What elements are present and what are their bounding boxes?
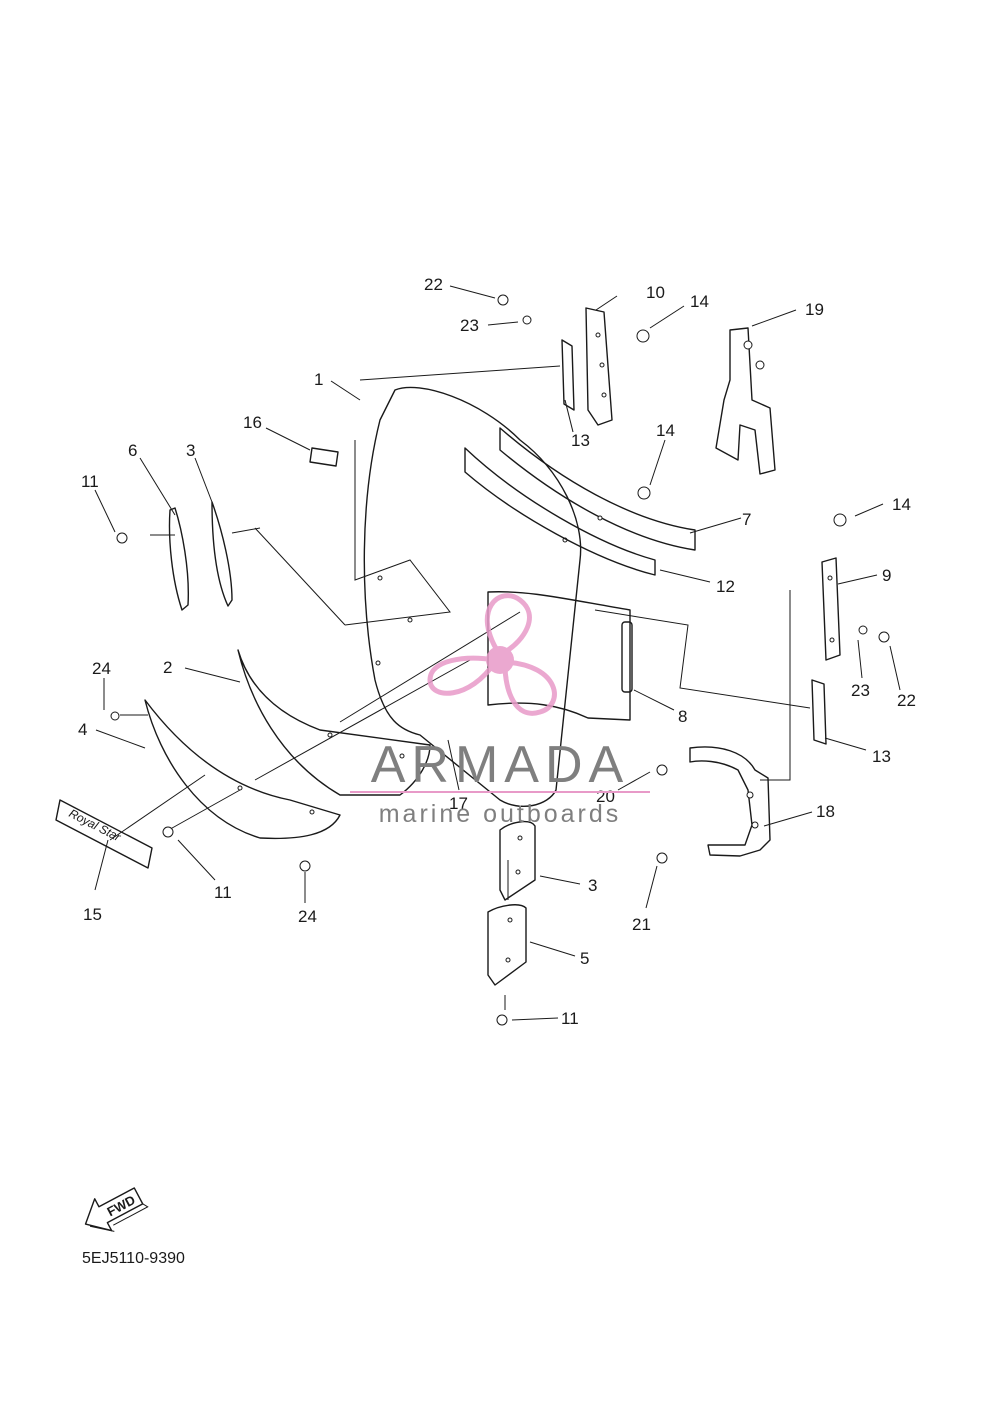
callout-11-left: 11 [81, 472, 99, 491]
callout-13-lower: 13 [872, 747, 891, 766]
panel-part-8 [487, 591, 633, 721]
callout-11-middle: 11 [214, 883, 232, 902]
callout-10: 10 [646, 283, 665, 302]
watermark-tagline: marine outboards [379, 800, 622, 828]
callout-7: 7 [742, 510, 751, 529]
bracket-part-7 [499, 427, 696, 551]
callout-21: 21 [632, 915, 651, 934]
callout-22-top: 22 [424, 275, 443, 294]
decal-text: Royal Star [67, 806, 124, 844]
callout-14-top: 14 [690, 292, 709, 311]
bracket-part-10 [585, 307, 613, 426]
bracket-part-13-upper [561, 339, 575, 411]
stay-part-18 [689, 746, 771, 857]
bracket-part-13-lower [811, 679, 827, 745]
callout-14-middle: 14 [656, 421, 675, 440]
callout-1: 1 [314, 370, 323, 389]
fwd-arrow: FWD [84, 1187, 149, 1232]
armada-watermark: ARMADA marine outboards [350, 593, 650, 828]
stay-part-19 [715, 327, 776, 475]
panel-part-6 [168, 507, 190, 611]
callout-6: 6 [128, 441, 137, 460]
windshield-part-1 [363, 386, 582, 807]
callout-14-right: 14 [892, 495, 911, 514]
callout-17: 17 [449, 794, 468, 813]
callout-2: 2 [163, 658, 172, 677]
fasteners [110, 294, 890, 1026]
bracket-part-12 [464, 447, 656, 576]
callout-8: 8 [678, 707, 687, 726]
callout-13-upper: 13 [571, 431, 590, 450]
callout-24-bottom: 24 [298, 907, 317, 926]
callout-4: 4 [78, 720, 87, 739]
callout-22-right: 22 [897, 691, 916, 710]
panel-part-3-lower [499, 820, 536, 901]
callout-labels: 1 2 3 3 4 5 6 7 8 9 10 11 11 11 12 13 13… [78, 275, 916, 1028]
callout-24-left: 24 [92, 659, 111, 678]
callout-3-left: 3 [186, 441, 195, 460]
watermark-brand: ARMADA [371, 736, 629, 794]
callout-18: 18 [816, 802, 835, 821]
decal-part-15: Royal Star [55, 799, 153, 869]
callout-23-top: 23 [460, 316, 479, 335]
callout-5: 5 [580, 949, 589, 968]
bracket-part-9 [821, 557, 841, 661]
callout-23-right: 23 [851, 681, 870, 700]
callout-12: 12 [716, 577, 735, 596]
propeller-logo [427, 593, 557, 716]
panel-part-5 [487, 904, 527, 986]
callout-9: 9 [882, 566, 891, 585]
callout-15: 15 [83, 905, 102, 924]
shield-part-2 [237, 649, 431, 796]
shield-part-4 [144, 699, 341, 840]
callout-16: 16 [243, 413, 262, 432]
diagram-code: 5EJ5110-9390 [82, 1250, 185, 1267]
panel-part-3-left [211, 501, 233, 607]
callout-11-bottom: 11 [561, 1009, 579, 1028]
emblem-part-16 [309, 447, 339, 467]
callout-3-lower: 3 [588, 876, 597, 895]
callout-19: 19 [805, 300, 824, 319]
